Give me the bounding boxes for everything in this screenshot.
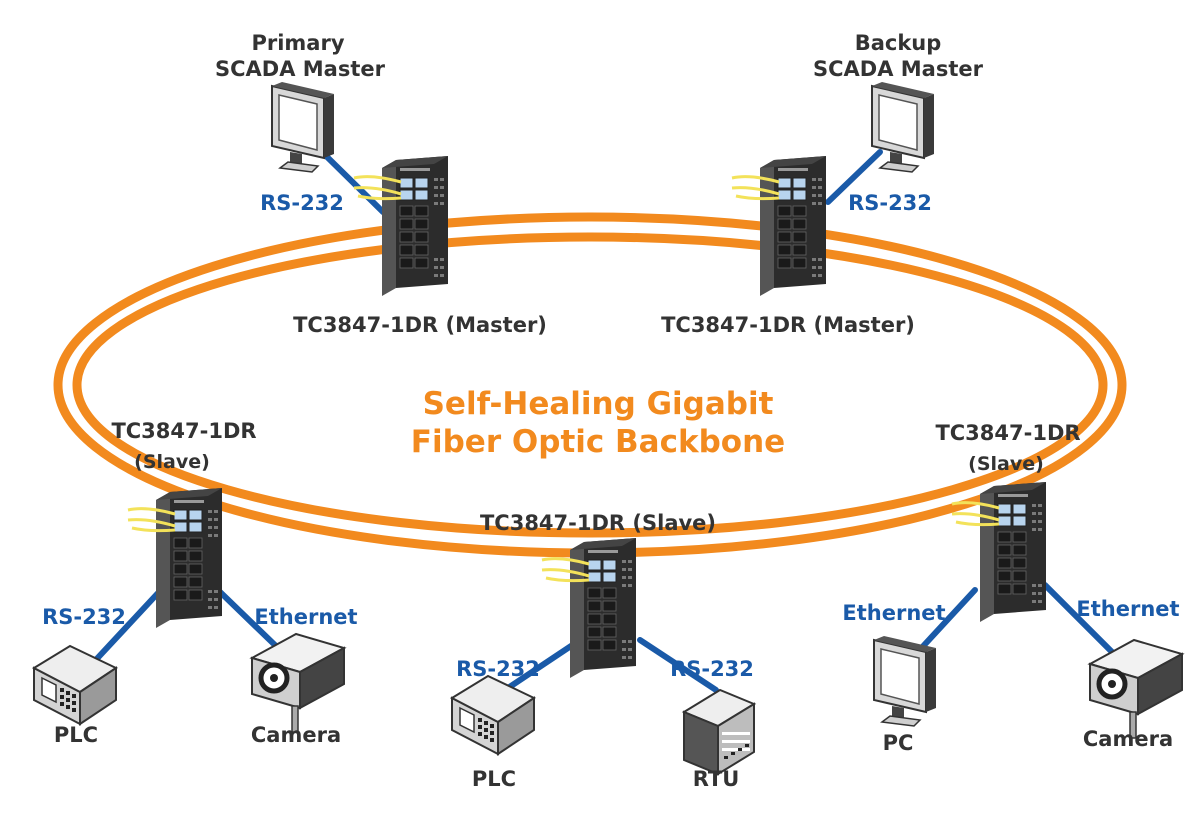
camera-left-icon	[252, 634, 344, 732]
backbone-label-line1: Self-Healing Gigabit	[423, 386, 774, 422]
right-link-a-label: Ethernet	[842, 601, 945, 625]
center-link-a-label: RS-232	[456, 657, 540, 681]
primary-scada-label-line1: Primary	[251, 31, 344, 55]
backup-switch-label: TC3847-1DR (Master)	[661, 313, 915, 337]
left-slave-label-line2: (Slave)	[134, 451, 210, 473]
backbone-label-line2: Fiber Optic Backbone	[411, 424, 785, 460]
fiber-ring-inner	[72, 232, 1108, 538]
left-slave-label-line1: TC3847-1DR	[111, 419, 256, 443]
plc-center-icon	[451, 675, 535, 755]
left-link-b-label: Ethernet	[254, 605, 357, 629]
right-slave-label-line1: TC3847-1DR	[935, 421, 1080, 445]
switch-primary-master	[352, 154, 450, 298]
rtu-icon	[683, 689, 755, 775]
right-device-a-label: PC	[883, 731, 914, 755]
primary-switch-label: TC3847-1DR (Master)	[293, 313, 547, 337]
left-link-a-label: RS-232	[42, 605, 126, 629]
center-device-b-label: RTU	[693, 767, 740, 791]
right-slave-label-line2: (Slave)	[968, 453, 1044, 475]
primary-scada-monitor-icon	[271, 81, 335, 173]
left-device-b-label: Camera	[251, 723, 341, 747]
pc-monitor-icon	[873, 635, 937, 727]
left-device-a-label: PLC	[54, 723, 98, 747]
backup-link-label: RS-232	[848, 191, 932, 215]
right-link-b-label: Ethernet	[1076, 597, 1179, 621]
center-slave-label: TC3847-1DR (Slave)	[480, 511, 716, 535]
camera-right-icon	[1090, 640, 1182, 738]
right-device-b-label: Camera	[1083, 727, 1173, 751]
backup-scada-label-line2: SCADA Master	[813, 57, 984, 81]
primary-link-label: RS-232	[260, 191, 344, 215]
primary-scada-label-line2: SCADA Master	[215, 57, 386, 81]
plc-left-icon	[33, 645, 117, 725]
backup-scada-monitor-icon	[871, 81, 935, 173]
center-device-a-label: PLC	[472, 767, 516, 791]
center-link-b-label: RS-232	[670, 657, 754, 681]
serial-links	[89, 147, 1115, 693]
backup-scada-label-line1: Backup	[855, 31, 942, 55]
